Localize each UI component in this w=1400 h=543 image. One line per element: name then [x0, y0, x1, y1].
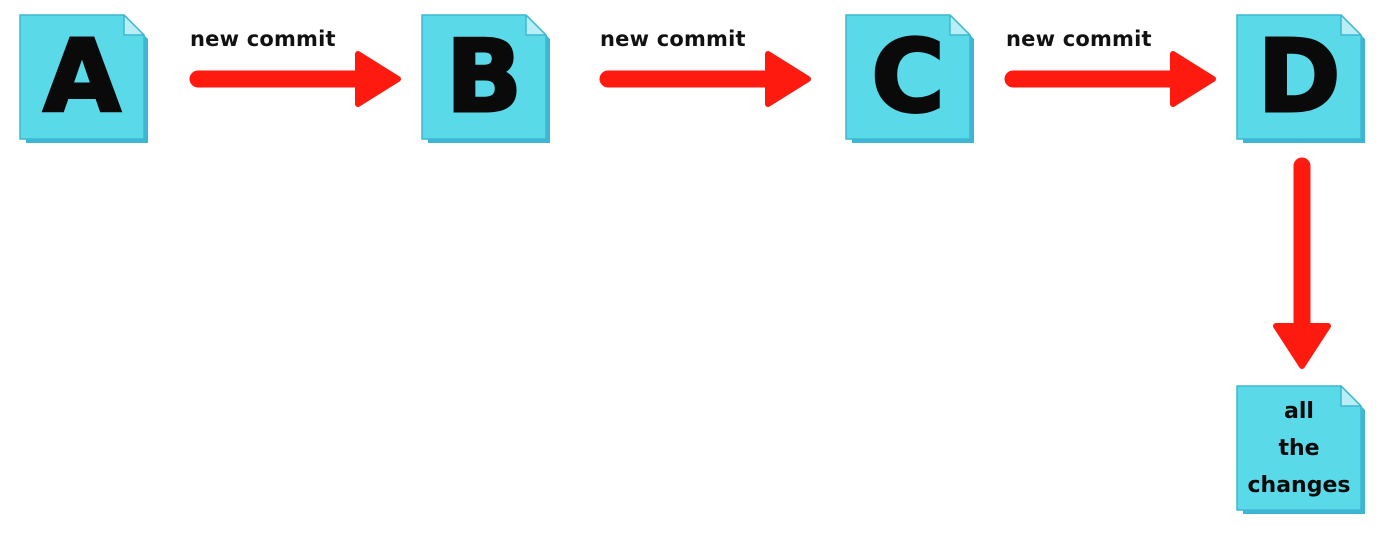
- arrow-c-to-d: [1004, 51, 1216, 107]
- edge-label-c-d: new commit: [1006, 27, 1152, 51]
- commit-label-c: C: [870, 18, 946, 135]
- arrow-b-to-c: [599, 51, 811, 107]
- note-icon: [421, 14, 550, 143]
- changes-note-text: all the changes: [1247, 398, 1351, 498]
- note-icon: [845, 14, 974, 143]
- commit-node-d: D: [1236, 14, 1365, 143]
- edge-label-a-b: new commit: [190, 27, 336, 51]
- commit-label-a: A: [42, 18, 122, 135]
- commit-label-d: D: [1256, 18, 1342, 135]
- arrow-d-to-changes: [1273, 157, 1331, 369]
- note-icon: [19, 14, 148, 143]
- commit-node-b: B: [421, 14, 550, 143]
- changes-note: all the changes: [1236, 385, 1365, 514]
- commit-label-b: B: [444, 18, 523, 135]
- note-icon: [1236, 14, 1365, 143]
- arrow-a-to-b: [189, 51, 401, 107]
- commit-node-a: A: [19, 14, 148, 143]
- note-icon: [1236, 385, 1365, 514]
- edge-label-b-c: new commit: [600, 27, 746, 51]
- commit-node-c: C: [845, 14, 974, 143]
